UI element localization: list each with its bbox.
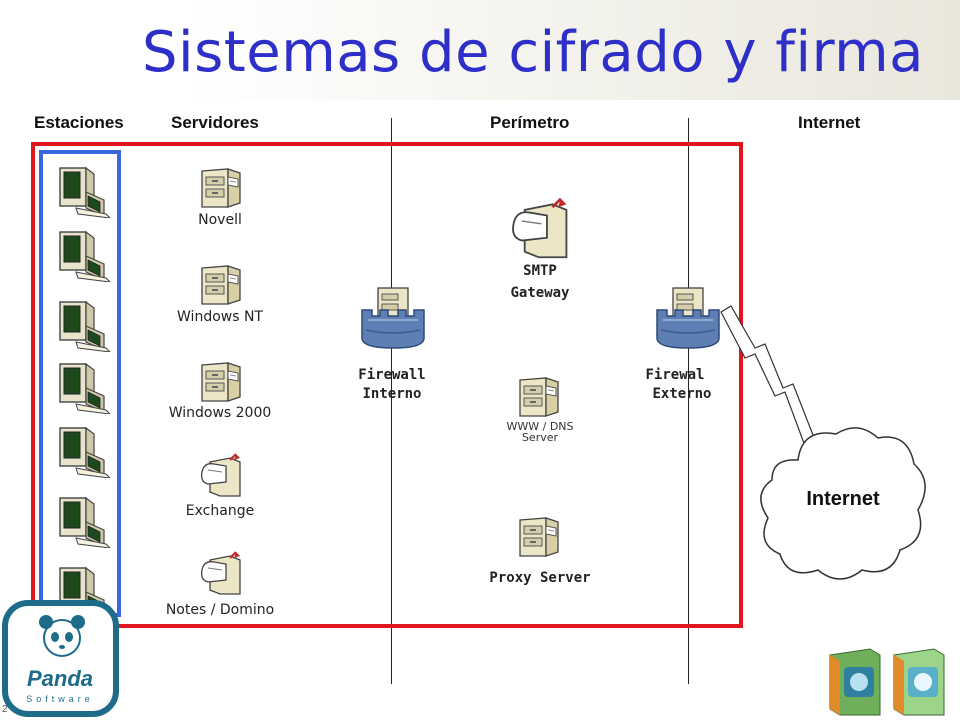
workstation-icon: [56, 162, 112, 218]
file-server-icon: [198, 163, 244, 209]
header-servidores: Servidores: [171, 113, 259, 132]
label-windows-2000: Windows 2000: [168, 405, 272, 421]
header-perimetro: Perímetro: [490, 113, 570, 132]
file-server-icon: [516, 512, 562, 558]
www-line2: Server: [521, 431, 559, 444]
file-server-icon: [516, 372, 562, 418]
www-line1: WWW / DNS: [506, 420, 574, 433]
label-notes-domino: Notes / Domino: [165, 602, 275, 618]
smtp-line2: Gateway: [510, 285, 570, 301]
product-box-icon: [893, 648, 945, 716]
firewall-tower-icon: [653, 284, 723, 354]
fw-ext-line1: Firewal: [645, 367, 705, 383]
separator-external: [688, 118, 689, 684]
mail-server-icon: [198, 550, 244, 596]
product-box-icon: [829, 648, 881, 716]
label-proxy-server: Proxy Server: [489, 570, 591, 586]
mail-server-icon: [198, 452, 244, 498]
panda-brand: Panda: [26, 666, 94, 691]
header-estaciones: Estaciones: [34, 113, 124, 132]
header-background: [0, 0, 960, 100]
slide-number: 2: [2, 704, 8, 715]
label-firewall-interno: Firewall Interno: [332, 366, 452, 404]
panda-head-icon: [39, 615, 85, 657]
protected-zone-border: [31, 142, 743, 628]
label-firewall-externo: Firewal Externo: [630, 366, 720, 404]
workstation-icon: [56, 226, 112, 282]
label-exchange: Exchange: [185, 503, 255, 519]
panda-sub: Software: [26, 694, 94, 704]
fw-int-line2: Interno: [362, 386, 422, 402]
label-smtp-gateway: SMTP Gateway: [480, 262, 600, 303]
workstation-icon: [56, 358, 112, 414]
file-server-icon: [198, 260, 244, 306]
fw-ext-line2: Externo: [652, 386, 712, 402]
internet-cloud-icon: [760, 427, 926, 580]
separator-internal: [391, 118, 392, 684]
header-internet: Internet: [798, 113, 861, 132]
label-windows-nt: Windows NT: [177, 309, 263, 325]
label-www-dns-server: WWW / DNS Server: [480, 421, 600, 443]
workstation-icon: [56, 422, 112, 478]
file-server-icon: [198, 357, 244, 403]
panda-logo: [2, 600, 119, 717]
internet-cloud-label: Internet: [806, 488, 880, 510]
mail-server-icon: [508, 196, 572, 260]
slide-title: Sistemas de cifrado y firma: [142, 20, 924, 85]
workstation-icon: [56, 492, 112, 548]
firewall-tower-icon: [358, 284, 428, 354]
workstation-icon: [56, 296, 112, 352]
label-novell: Novell: [198, 212, 242, 228]
fw-int-line1: Firewall: [358, 367, 426, 383]
smtp-line1: SMTP: [523, 263, 557, 279]
